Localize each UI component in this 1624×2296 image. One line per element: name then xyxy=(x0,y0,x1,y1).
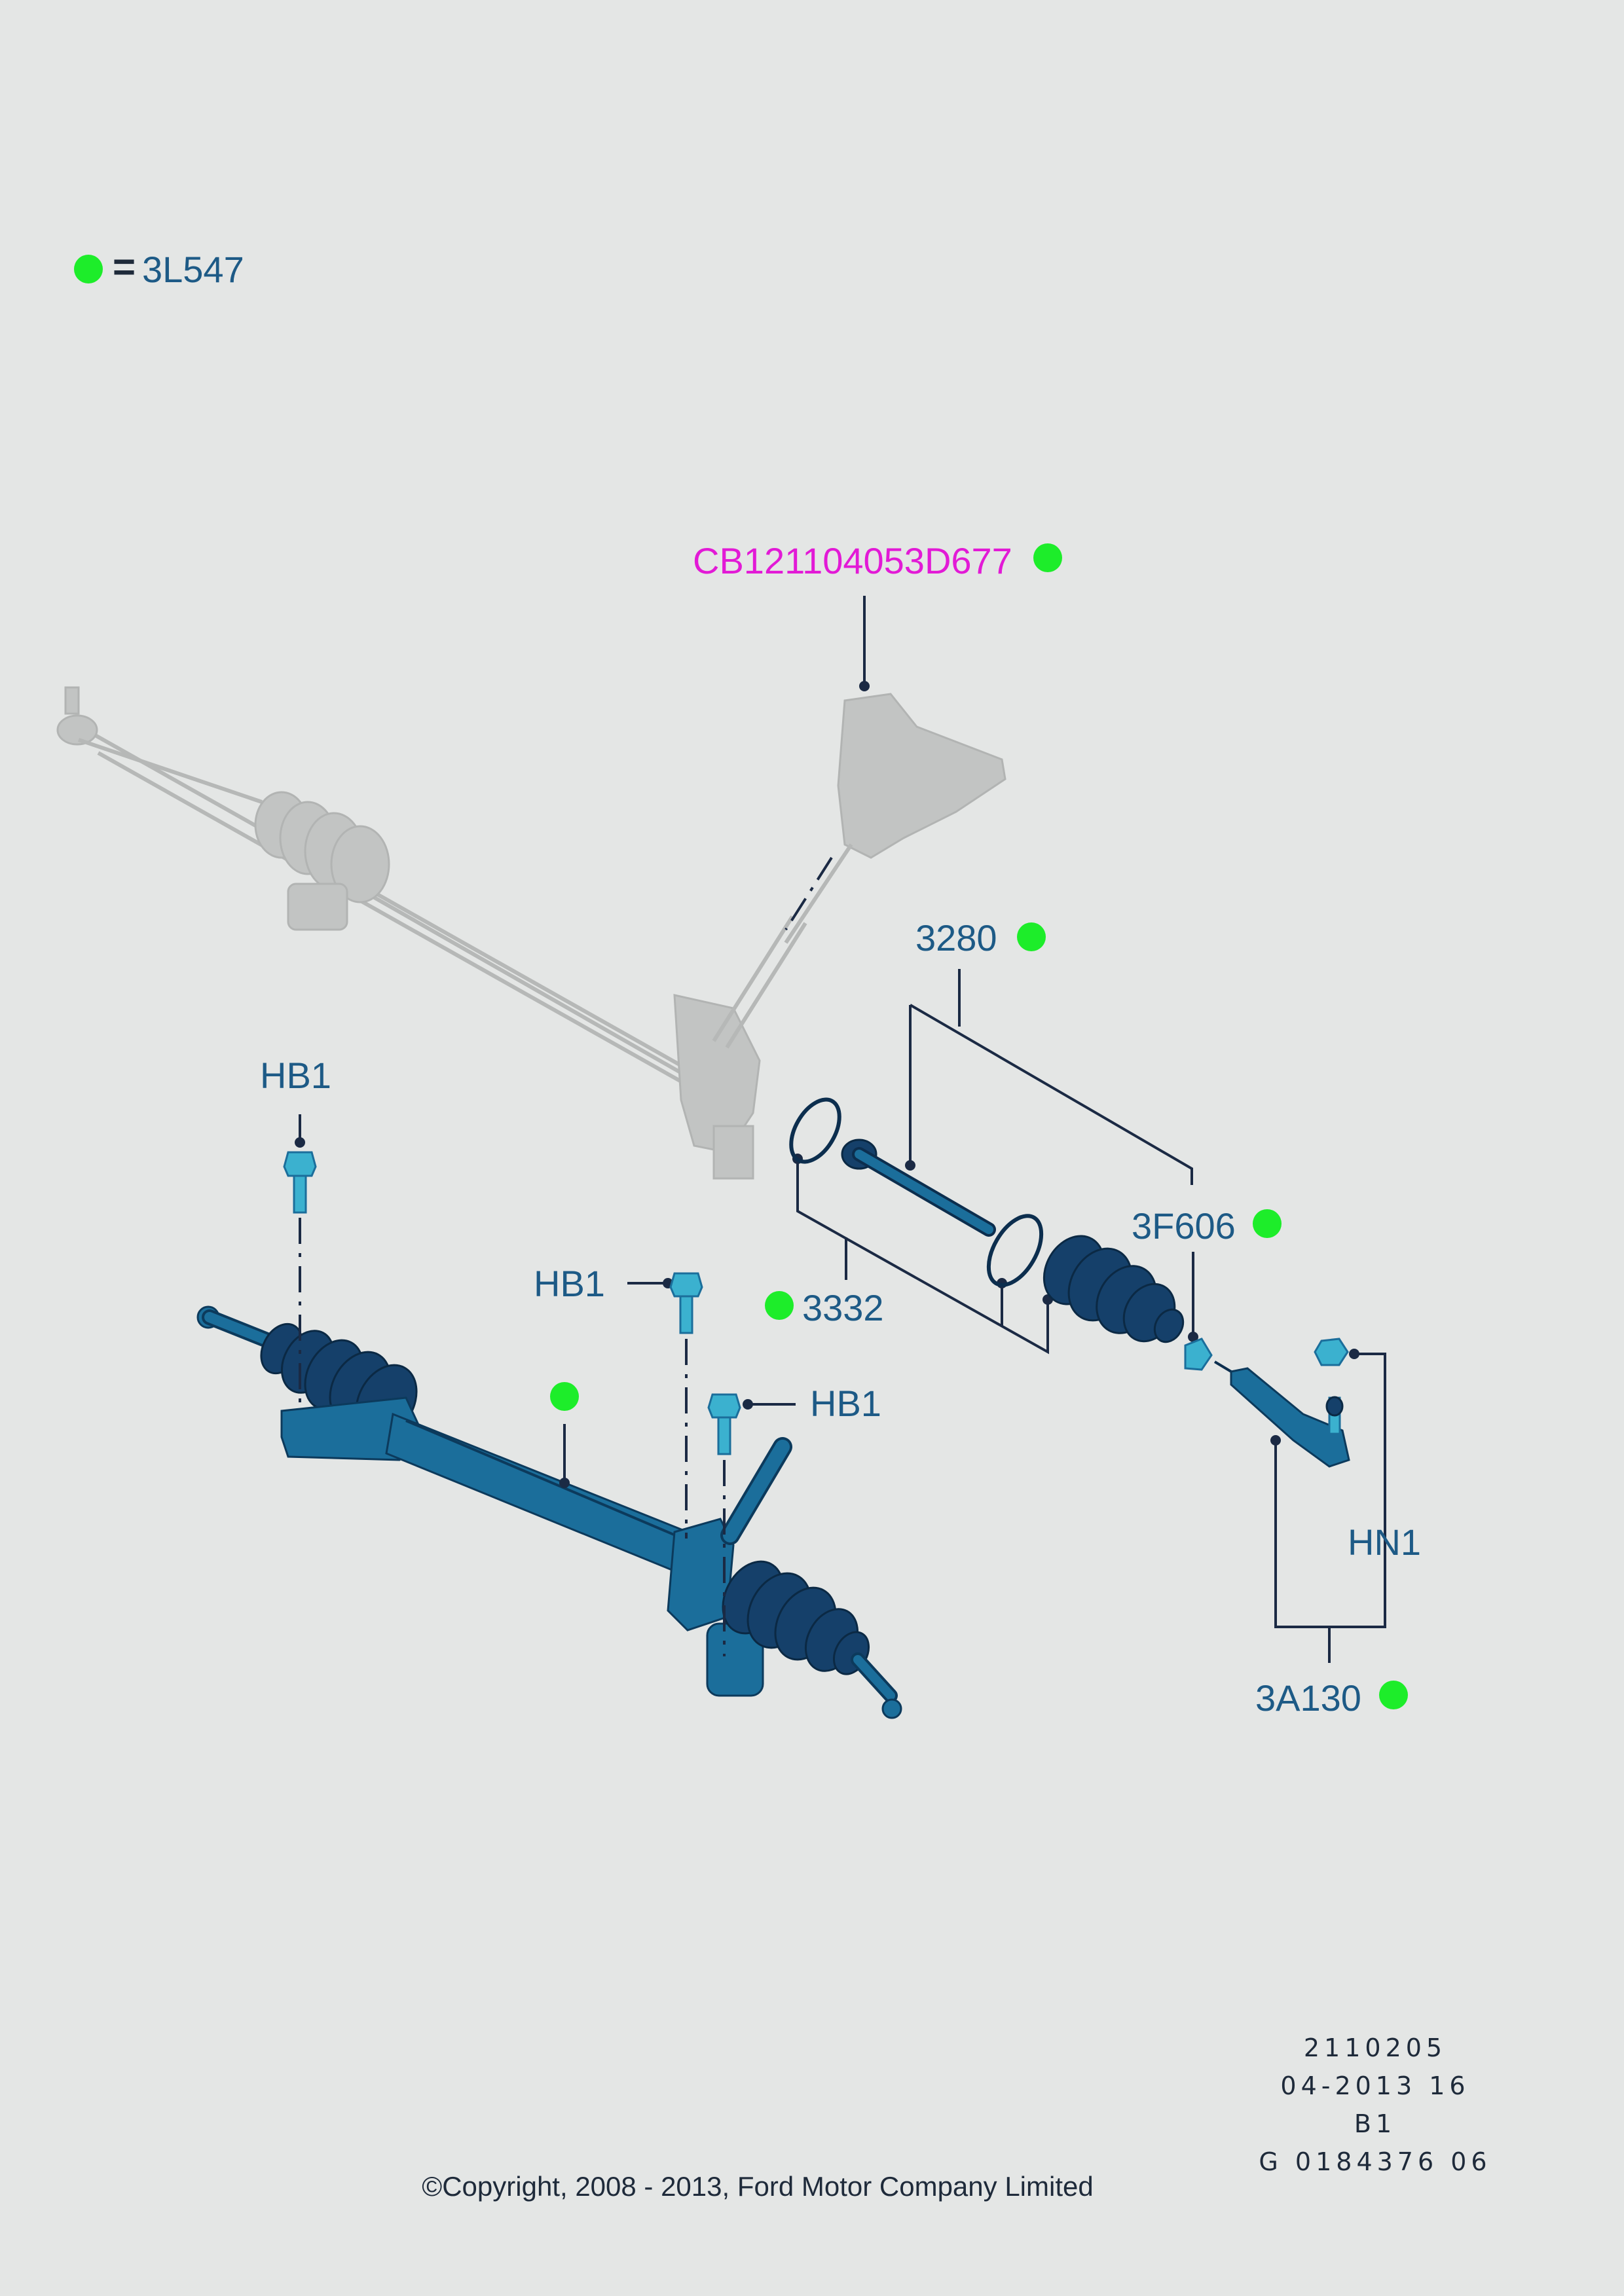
rod-kit-label[interactable]: 3280 xyxy=(915,917,997,958)
callout-tie-rod-end: 3A130 xyxy=(1255,1627,1408,1719)
end-nut-label[interactable]: 3F606 xyxy=(1132,1205,1236,1247)
reference-line-1: 2110205 xyxy=(1304,2033,1447,2062)
bolt-3-label[interactable]: HB1 xyxy=(810,1383,881,1424)
jam-nut xyxy=(1184,1338,1213,1371)
callout-bolt-3: HB1 xyxy=(707,1383,881,1656)
reference-line-3: B1 xyxy=(1354,2109,1396,2138)
legend-marker-icon xyxy=(74,255,103,283)
main-part-label[interactable]: CB121104053D677 xyxy=(693,540,1012,581)
legend-code: 3L547 xyxy=(142,249,244,290)
callout-bolt-2: HB1 xyxy=(534,1263,703,1539)
reference-line-2: 04-2013 16 xyxy=(1280,2071,1469,2100)
boot-kit-label[interactable]: 3332 xyxy=(802,1287,884,1328)
castle-nut xyxy=(1314,1338,1349,1366)
legend: = 3L547 xyxy=(74,245,244,290)
tie-rod-end-marker-icon xyxy=(1379,1681,1408,1709)
bolt-2-label[interactable]: HB1 xyxy=(534,1263,605,1304)
rack-housing xyxy=(385,1412,722,1586)
bolt-1-label[interactable]: HB1 xyxy=(260,1055,331,1096)
steering-gear-assembly xyxy=(196,1305,902,1719)
nut-label[interactable]: HN1 xyxy=(1348,1522,1421,1563)
callout-end-nut: 3F606 xyxy=(1132,1205,1282,1342)
exploded-components xyxy=(789,1097,1350,1468)
tie-rod-end-label[interactable]: 3A130 xyxy=(1255,1677,1361,1719)
boot-kit-marker-icon xyxy=(765,1291,794,1320)
reference-block: 2110205 04-2013 16 B1 G 0184376 06 xyxy=(1259,2033,1491,2176)
clamp-ring-lower xyxy=(986,1214,1044,1287)
callout-main-part: CB121104053D677 xyxy=(693,540,1062,931)
legend-equals: = xyxy=(113,245,136,289)
rod-kit-marker-icon xyxy=(1017,922,1046,951)
tie-rod-end xyxy=(1230,1367,1350,1468)
ghost-steering-gear-illustration xyxy=(56,686,1006,1180)
gear-marker-icon xyxy=(550,1382,579,1411)
bolt-3-icon xyxy=(707,1393,741,1455)
callout-nut: HN1 xyxy=(1270,1349,1421,1628)
end-nut-marker-icon xyxy=(1253,1209,1282,1238)
right-boot xyxy=(722,1560,870,1675)
rubber-boot xyxy=(1043,1235,1185,1343)
clamp-ring-upper xyxy=(789,1097,841,1164)
bolt-1-icon xyxy=(283,1151,317,1214)
main-part-marker-icon xyxy=(1033,543,1062,572)
callout-gear xyxy=(550,1382,579,1488)
callout-bolt-1: HB1 xyxy=(260,1055,331,1408)
copyright-notice: ©Copyright, 2008 - 2013, Ford Motor Comp… xyxy=(422,2171,1093,2202)
reference-line-4: G 0184376 06 xyxy=(1259,2147,1491,2176)
callout-rod-kit: 3280 xyxy=(905,917,1193,1185)
bolt-2-icon xyxy=(669,1272,703,1334)
